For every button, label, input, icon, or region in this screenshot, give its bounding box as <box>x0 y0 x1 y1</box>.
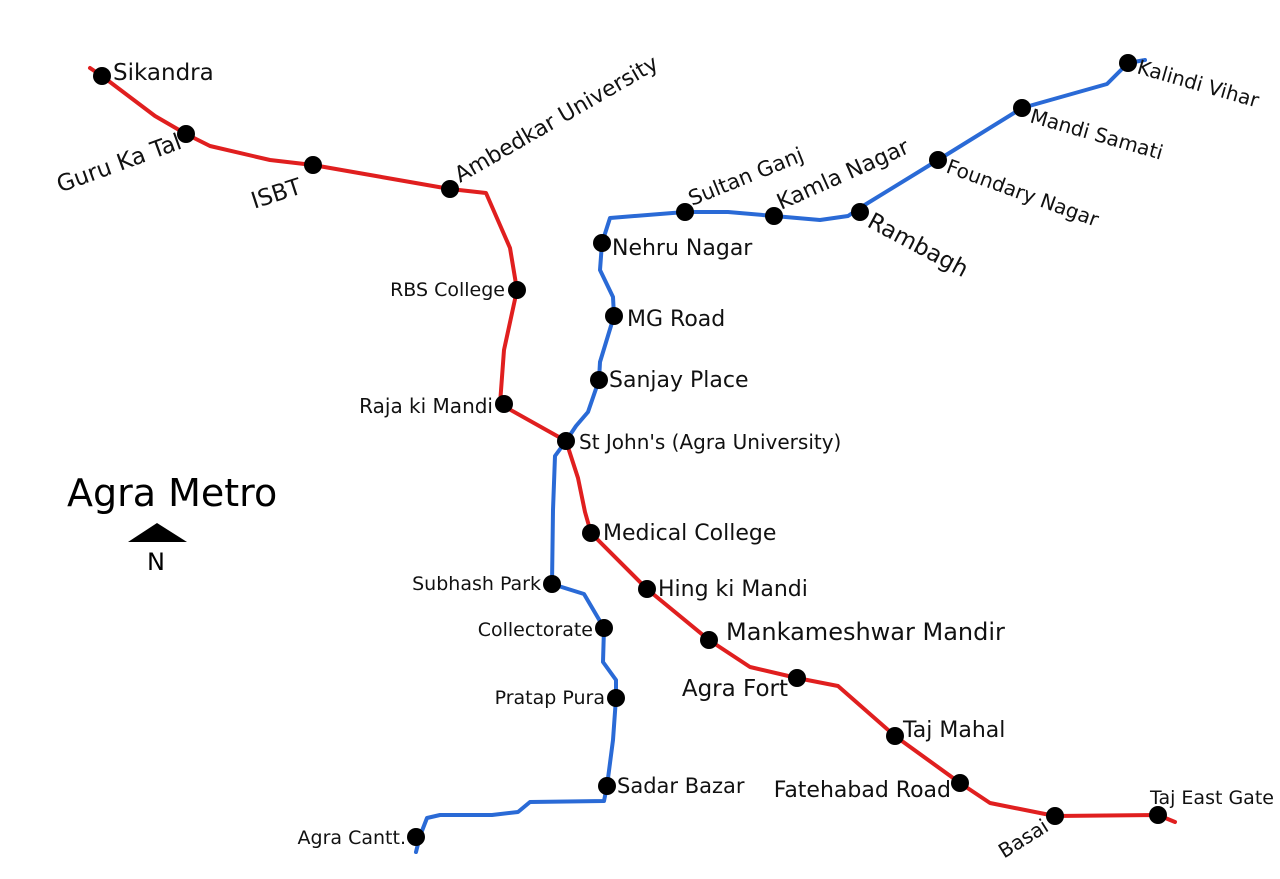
red-line-route <box>88 66 1177 824</box>
station-label: Sanjay Place <box>609 368 749 393</box>
station-mandi-samati[interactable]: Mandi Samati <box>1013 99 1166 165</box>
station-label: St John's (Agra University) <box>579 430 841 454</box>
station-label: Sikandra <box>113 60 214 86</box>
red-line-stations: Sikandra Guru Ka Tal ISBT Ambedkar Unive… <box>53 51 1273 863</box>
station-label: Rambagh <box>863 208 972 283</box>
blue-line-route <box>414 58 1147 854</box>
station-sadar-bazar[interactable]: Sadar Bazar <box>598 774 745 798</box>
station-medical-college[interactable]: Medical College <box>582 521 776 546</box>
station-pratap-pura[interactable]: Pratap Pura <box>495 687 625 709</box>
station-label: Ambedkar University <box>451 51 663 188</box>
station-label: Raja ki Mandi <box>359 394 493 418</box>
station-label: Agra Cantt. <box>298 827 406 849</box>
station-isbt[interactable]: ISBT <box>248 156 322 215</box>
station-label: Foundary Nagar <box>943 154 1102 232</box>
station-label: Fatehabad Road <box>774 778 951 803</box>
station-label: Medical College <box>603 521 776 546</box>
station-st-johns[interactable]: St John's (Agra University) <box>557 430 841 454</box>
station-fatehabad-road[interactable]: Fatehabad Road <box>774 774 969 803</box>
station-agra-fort[interactable]: Agra Fort <box>682 669 806 702</box>
station-label: RBS College <box>390 279 505 301</box>
compass-label: N <box>147 548 165 576</box>
station-sikandra[interactable]: Sikandra <box>93 60 214 86</box>
map-title: Agra Metro <box>67 471 277 515</box>
station-taj-mahal[interactable]: Taj Mahal <box>886 718 1005 745</box>
station-label: Subhash Park <box>412 573 541 595</box>
station-basai[interactable]: Basai <box>994 807 1064 863</box>
station-label: MG Road <box>627 307 725 332</box>
station-rbs-college[interactable]: RBS College <box>390 279 526 301</box>
north-arrow-icon: N <box>128 523 187 576</box>
station-nehru-nagar[interactable]: Nehru Nagar <box>593 234 753 261</box>
station-label: Collectorate <box>478 619 593 641</box>
station-agra-cantt[interactable]: Agra Cantt. <box>298 827 425 849</box>
station-label: Mandi Samati <box>1028 104 1166 165</box>
station-label: Guru Ka Tal <box>53 129 185 198</box>
station-label: Sadar Bazar <box>617 774 745 798</box>
station-taj-east-gate[interactable]: Taj East Gate <box>1149 787 1274 824</box>
station-label: Pratap Pura <box>495 687 605 709</box>
station-label: Hing ki Mandi <box>658 577 808 602</box>
station-hing-ki-mandi[interactable]: Hing ki Mandi <box>638 577 808 602</box>
station-collectorate[interactable]: Collectorate <box>478 619 613 641</box>
station-kalindi-vihar[interactable]: Kalindi Vihar <box>1119 54 1262 113</box>
station-foundary-nagar[interactable]: Foundary Nagar <box>929 151 1103 232</box>
station-sanjay-place[interactable]: Sanjay Place <box>590 368 749 393</box>
station-label: ISBT <box>248 174 306 215</box>
station-label: Mankameshwar Mandir <box>726 618 1005 646</box>
station-guru-ka-tal[interactable]: Guru Ka Tal <box>53 125 195 198</box>
station-mankameshwar-mandir[interactable]: Mankameshwar Mandir <box>700 618 1005 649</box>
station-mg-road[interactable]: MG Road <box>605 307 725 332</box>
station-label: Taj Mahal <box>902 718 1005 743</box>
station-label: Basai <box>994 814 1053 863</box>
station-rambagh[interactable]: Rambagh <box>851 203 972 283</box>
station-label: Nehru Nagar <box>612 236 753 261</box>
station-label: Kalindi Vihar <box>1135 55 1263 113</box>
station-label: Taj East Gate <box>1149 787 1274 809</box>
station-ambedkar-university[interactable]: Ambedkar University <box>441 51 663 198</box>
station-raja-ki-mandi[interactable]: Raja ki Mandi <box>359 394 513 418</box>
station-subhash-park[interactable]: Subhash Park <box>412 573 561 595</box>
station-label: Agra Fort <box>682 676 788 702</box>
